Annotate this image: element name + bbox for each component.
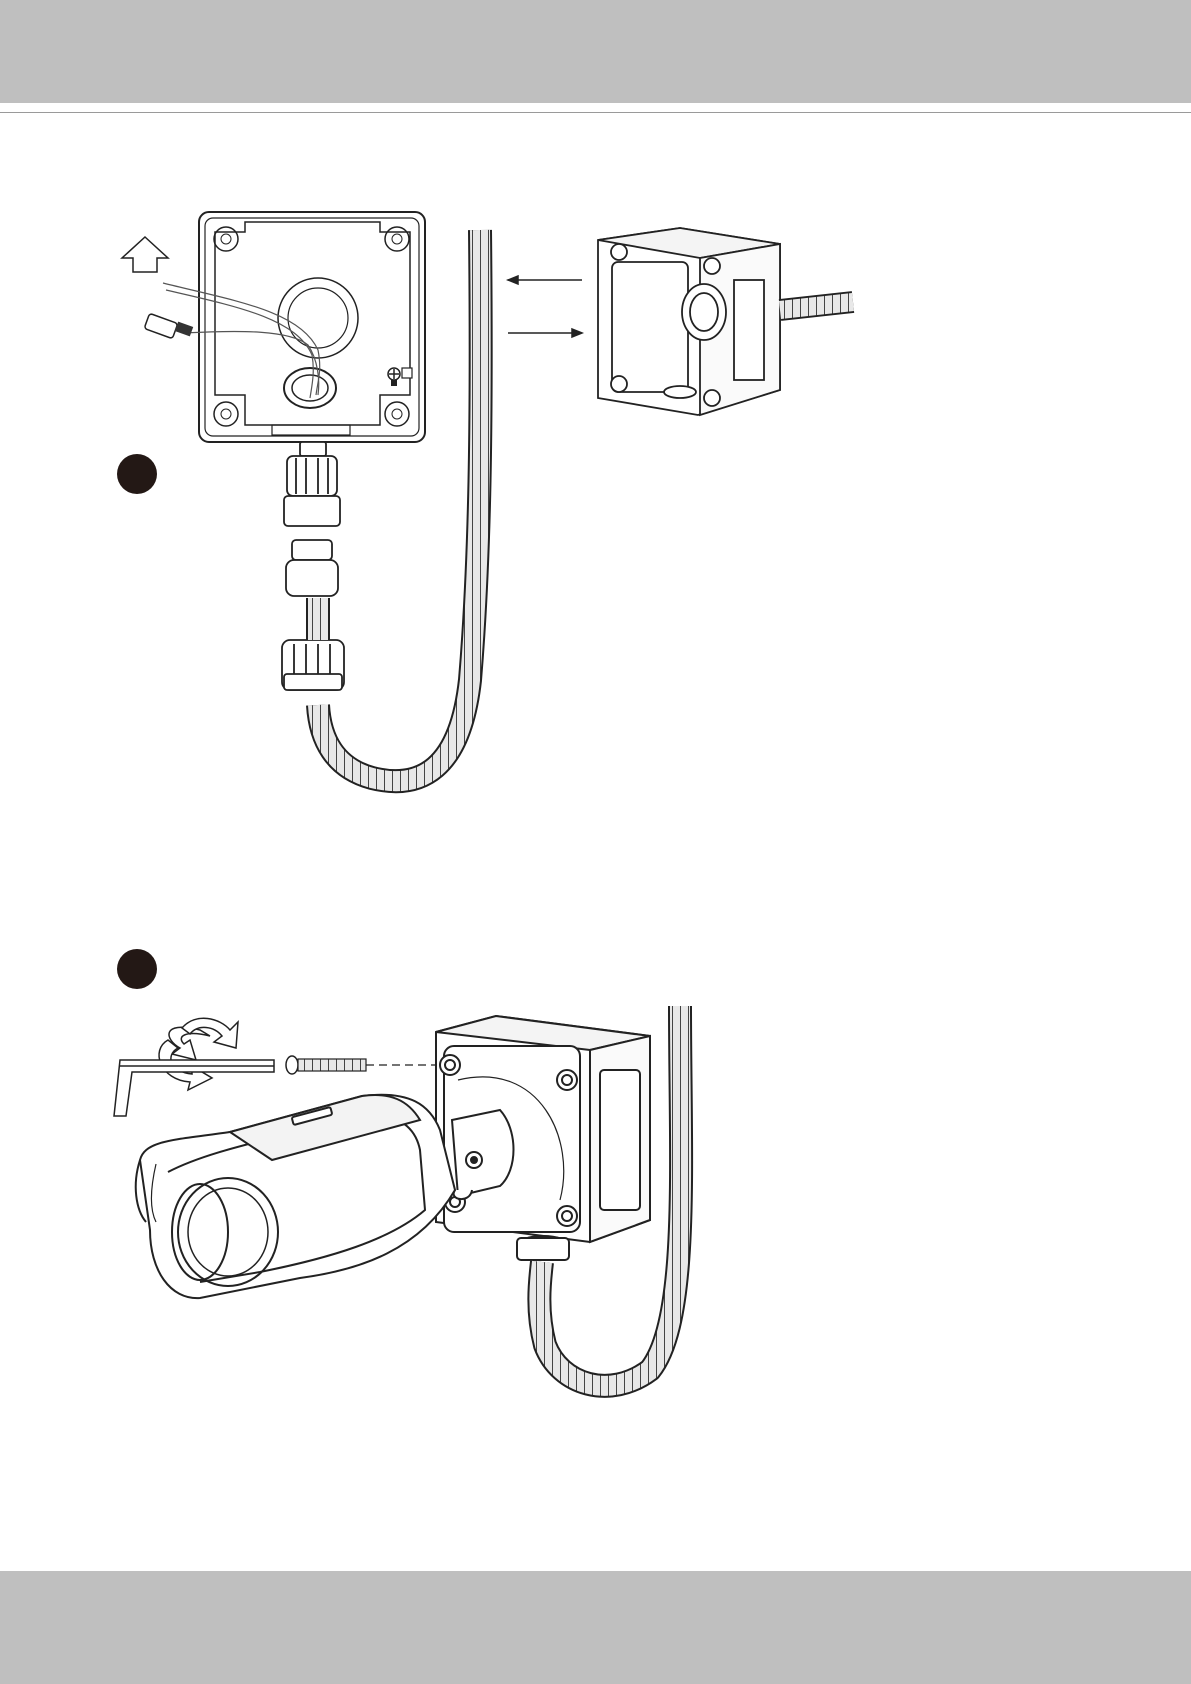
corrugated-conduit (318, 230, 481, 781)
bullet-camera (136, 1095, 455, 1298)
step-badge-2 (117, 949, 157, 989)
grounding-screw-icon (388, 368, 412, 386)
up-arrow-icon (122, 237, 168, 272)
power-wires (163, 283, 320, 398)
hex-key-icon (114, 1060, 274, 1116)
screw-icon (286, 1056, 366, 1074)
open-junction-box (598, 228, 780, 415)
rj45-connector-icon (144, 313, 193, 338)
junction-box-back-plate (199, 212, 425, 442)
figure-2 (114, 949, 681, 1386)
cable-gland-assembly (282, 442, 344, 690)
step-badge-1 (117, 454, 157, 494)
rotate-icon (159, 1018, 238, 1090)
figure-1 (117, 212, 853, 781)
direction-arrows (508, 276, 582, 337)
